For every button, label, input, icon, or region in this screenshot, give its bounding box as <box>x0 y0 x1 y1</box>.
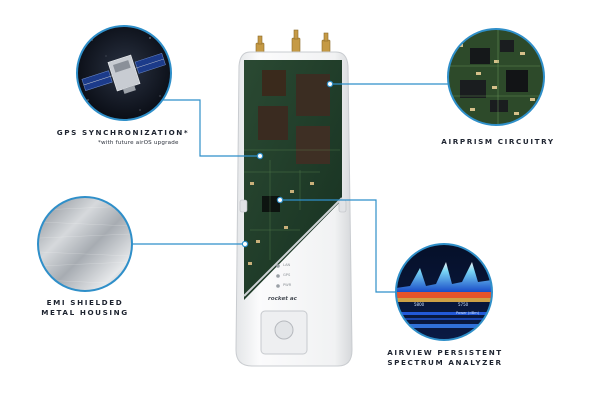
gps-label: GPS SYNCHRONIZATION* <box>56 128 190 137</box>
led-label-pwr: PWR <box>283 283 292 287</box>
brushed-metal-texture <box>38 197 132 291</box>
antenna-connectors <box>255 29 331 56</box>
airview-label-line-1: AIRVIEW PERSISTENT <box>387 348 503 357</box>
gps-note: *with future airOS upgrade <box>98 140 179 146</box>
airview-label: AIRVIEW PERSISTENT SPECTRUM ANALYZER <box>360 348 530 368</box>
connector-lines <box>132 80 448 293</box>
led-label-lan: LAN <box>283 263 291 267</box>
led-label-gps: GPS <box>283 273 291 277</box>
airview-label-line-2: SPECTRUM ANALYZER <box>387 358 503 367</box>
emi-label: EMI SHIELDED METAL HOUSING <box>10 298 160 318</box>
rocket-device <box>235 29 353 367</box>
spectrum-label-power: Power (dBm) <box>456 311 480 315</box>
emi-feature-circle <box>37 196 133 292</box>
spectrum-label-5750: 5750 <box>458 302 469 307</box>
status-leds <box>276 264 280 288</box>
spectrum-label-5800: 5800 <box>414 302 425 307</box>
airprism-label: AIRPRISM CIRCUITRY <box>441 137 555 146</box>
emi-label-line-2: METAL HOUSING <box>41 308 129 317</box>
airview-feature-circle <box>395 243 493 341</box>
satellite-icon <box>81 53 166 94</box>
spectrum-waterfall <box>396 244 492 340</box>
gps-feature-circle <box>76 25 172 121</box>
emi-label-line-1: EMI SHIELDED <box>46 298 124 307</box>
circuit-board-closeup <box>448 29 544 125</box>
device-brand-text: rocket ac <box>268 296 297 302</box>
airprism-feature-circle <box>447 28 545 126</box>
